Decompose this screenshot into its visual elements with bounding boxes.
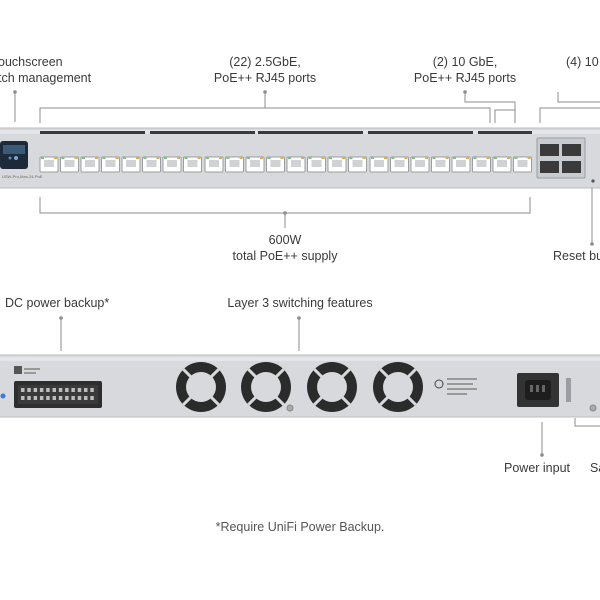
rj45-port bbox=[204, 156, 224, 173]
rj45-port bbox=[183, 156, 202, 173]
fan-icon bbox=[307, 362, 357, 412]
rj45-port bbox=[245, 156, 265, 173]
rj45-port bbox=[492, 156, 512, 173]
rear-panel bbox=[0, 354, 600, 418]
rj45-port bbox=[286, 156, 306, 173]
rj45-port bbox=[307, 156, 326, 173]
fan-icon bbox=[176, 362, 226, 412]
safety-label: Sa bbox=[590, 461, 600, 475]
rj45-port bbox=[266, 156, 285, 173]
layer3-label: Layer 3 switching features bbox=[227, 296, 373, 310]
rj45-port bbox=[348, 156, 367, 173]
dc-power-backup-label: DC power backup* bbox=[5, 296, 110, 310]
rj45-port bbox=[101, 156, 120, 173]
front-panel: USW-Pro-Max-24-PoE bbox=[0, 127, 600, 189]
rj45-port bbox=[472, 156, 491, 173]
ports-2-5g-label: (22) 2.5GbE, PoE++ RJ45 ports bbox=[213, 55, 317, 85]
fan-icon bbox=[373, 362, 423, 412]
rj45-port bbox=[513, 156, 532, 173]
sfp-cages bbox=[536, 137, 586, 179]
rj45-port bbox=[369, 156, 389, 173]
rj45-port bbox=[225, 156, 244, 173]
rear-leader-lines bbox=[60, 318, 600, 455]
model-text: USW-Pro-Max-24-PoE bbox=[2, 174, 43, 179]
rj45-port bbox=[60, 156, 79, 173]
rj45-port bbox=[327, 156, 347, 173]
rj45-port bbox=[142, 156, 161, 173]
ports-10g-label: (2) 10 GbE, PoE++ RJ45 ports bbox=[413, 55, 517, 85]
touchscreen-label: ouchscreen tch management bbox=[0, 55, 92, 85]
rj45-port bbox=[80, 156, 100, 173]
reset-button-label: Reset bu bbox=[553, 249, 600, 263]
rj45-port bbox=[410, 156, 430, 173]
footnote: *Require UniFi Power Backup. bbox=[215, 520, 385, 534]
rj45-port bbox=[431, 156, 450, 173]
power-input-label: Power input bbox=[504, 461, 571, 475]
fan-icon bbox=[241, 362, 291, 412]
rj45-port bbox=[390, 156, 409, 173]
rj45-port bbox=[451, 156, 471, 173]
poe-budget-label: 600W total PoE++ supply bbox=[232, 233, 338, 263]
ubiquiti-logo-icon bbox=[434, 379, 444, 389]
sfp-label: (4) 10 bbox=[566, 55, 599, 69]
reset-button[interactable] bbox=[591, 179, 595, 183]
rj45-port bbox=[162, 156, 182, 173]
rj45-port bbox=[121, 156, 141, 173]
rj45-port bbox=[39, 156, 59, 173]
